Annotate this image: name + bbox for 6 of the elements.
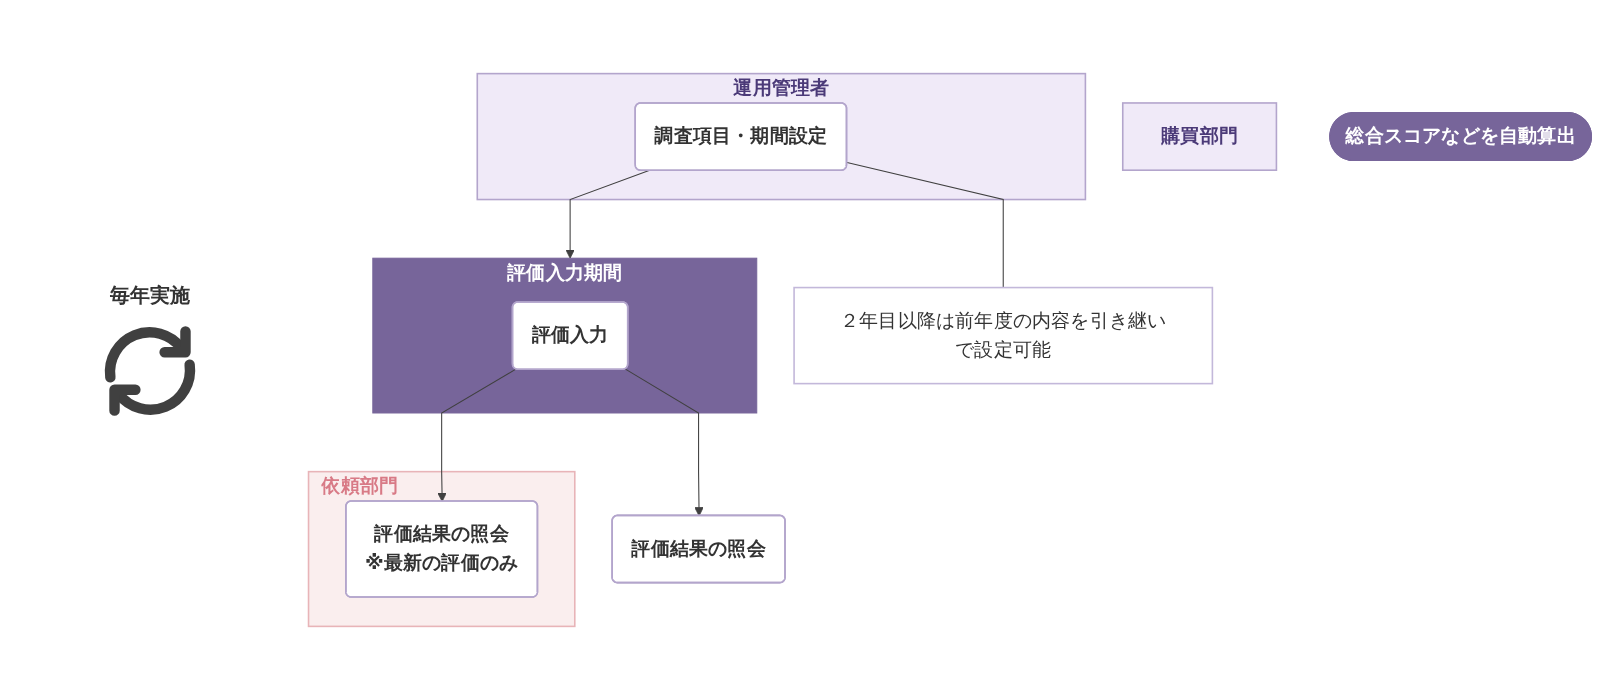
arrow	[624, 368, 704, 517]
node-box: 購買部門	[1121, 102, 1278, 171]
note-text: 毎年実施	[110, 282, 190, 308]
arrow	[437, 368, 517, 502]
connector	[846, 161, 1004, 289]
node-box: ２年目以降は前年度の内容を引き継いで設定可能	[793, 286, 1214, 385]
